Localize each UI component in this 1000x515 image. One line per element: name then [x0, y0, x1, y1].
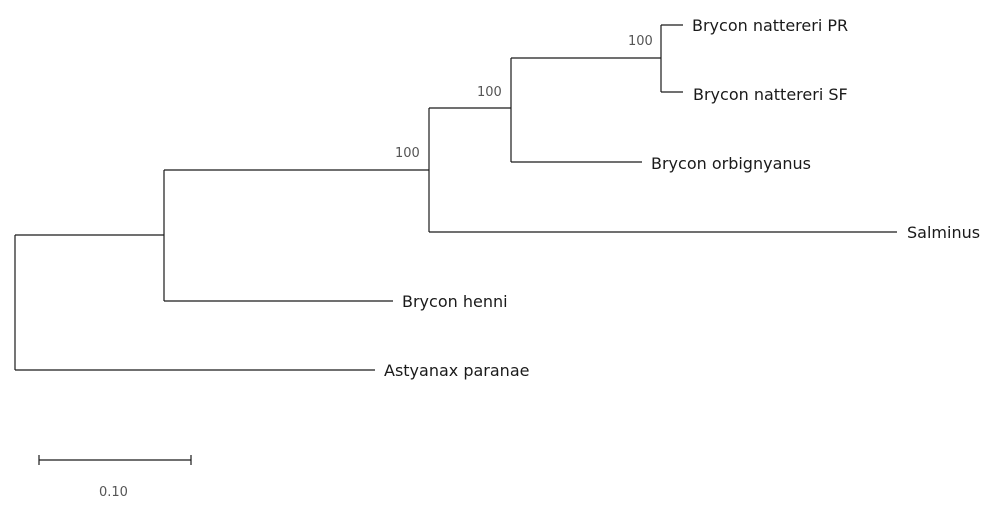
- bootstrap-label-orbignyanus: 100: [477, 85, 502, 100]
- taxon-label-orbignyanus: Brycon orbignyanus: [651, 154, 811, 173]
- taxon-label-salminus: Salminus: [907, 223, 980, 242]
- bootstrap-label-salminus: 100: [395, 146, 420, 161]
- scale-bar-label: 0.10: [99, 485, 128, 500]
- taxon-label-astyanax: Astyanax paranae: [384, 361, 529, 380]
- taxon-label-nattereri-pr: Brycon nattereri PR: [692, 16, 848, 35]
- bootstrap-label-nattereri: 100: [628, 34, 653, 49]
- taxon-label-henni: Brycon henni: [402, 292, 508, 311]
- scale-bar: 0.10: [38, 455, 192, 500]
- taxon-label-nattereri-sf: Brycon nattereri SF: [693, 85, 848, 104]
